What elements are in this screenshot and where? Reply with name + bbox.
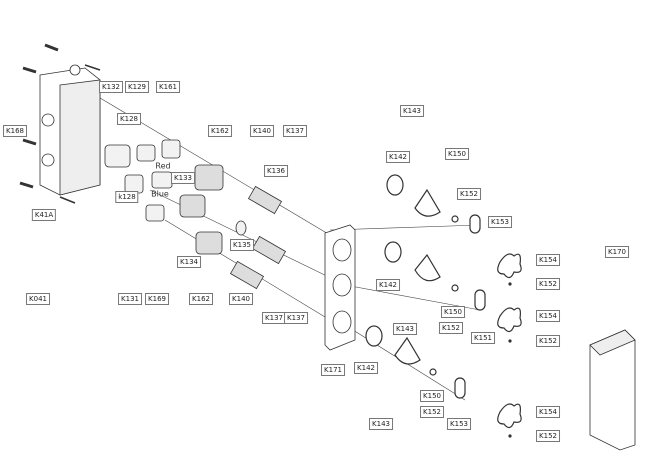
part-callout-label: K170: [605, 246, 629, 258]
screws: [19, 43, 101, 204]
part-callout-label: K152: [536, 430, 560, 442]
part-callout-label: K152: [536, 335, 560, 347]
part-callout-label: K142: [354, 362, 378, 374]
part-callout-label: K154: [536, 310, 560, 322]
part-callout-label: K152: [457, 188, 481, 200]
part-callout-label: K150: [441, 306, 465, 318]
part-callout-label: k128: [115, 191, 139, 203]
assembly-axis-lines: [94, 94, 481, 401]
color-note: Blue: [151, 189, 169, 199]
part-callout-label: K168: [3, 125, 27, 137]
part-callout-label: K137: [262, 312, 286, 324]
packaging-box: [589, 329, 636, 451]
part-callout-label: K152: [439, 322, 463, 334]
part-callout-label: K41A: [31, 209, 57, 221]
part-callout-label: K162: [208, 125, 232, 137]
part-callout-label: K132: [99, 81, 123, 93]
part-callout-label: K143: [393, 323, 417, 335]
part-callout-label: K153: [447, 418, 471, 430]
part-callout-label: K135: [230, 239, 254, 251]
part-callout-label: K041: [26, 293, 50, 305]
part-callout-label: K152: [536, 278, 560, 290]
part-callout-label: K128: [117, 113, 141, 125]
part-callout-label: K162: [189, 293, 213, 305]
part-callout-label: K142: [386, 151, 410, 163]
part-callout-label: K161: [156, 81, 180, 93]
part-callout-label: K142: [376, 279, 400, 291]
faceplate: [324, 224, 356, 351]
part-callout-label: K137: [284, 312, 308, 324]
part-callout-label: K131: [118, 293, 142, 305]
cartridges: [104, 139, 287, 290]
part-callout-label: K154: [536, 254, 560, 266]
part-callout-label: K154: [536, 406, 560, 418]
part-callout-label: K150: [420, 390, 444, 402]
color-note: Red: [155, 161, 171, 171]
part-callout-label: K169: [145, 293, 169, 305]
part-callout-label: K153: [488, 216, 512, 228]
part-callout-label: K136: [264, 165, 288, 177]
part-callout-label: K143: [400, 105, 424, 117]
part-callout-label: K171: [321, 364, 345, 376]
part-callout-label: K133: [171, 172, 195, 184]
valve-housing: [39, 64, 101, 196]
part-callout-label: K137: [283, 125, 307, 137]
part-callout-label: K152: [420, 406, 444, 418]
part-callout-label: K134: [177, 256, 201, 268]
part-callout-label: K129: [125, 81, 149, 93]
part-callout-label: K143: [369, 418, 393, 430]
part-callout-label: K140: [250, 125, 274, 137]
part-callout-label: K140: [229, 293, 253, 305]
part-callout-label: K151: [471, 332, 495, 344]
trim-parts: [365, 174, 522, 438]
part-callout-label: K150: [445, 148, 469, 160]
